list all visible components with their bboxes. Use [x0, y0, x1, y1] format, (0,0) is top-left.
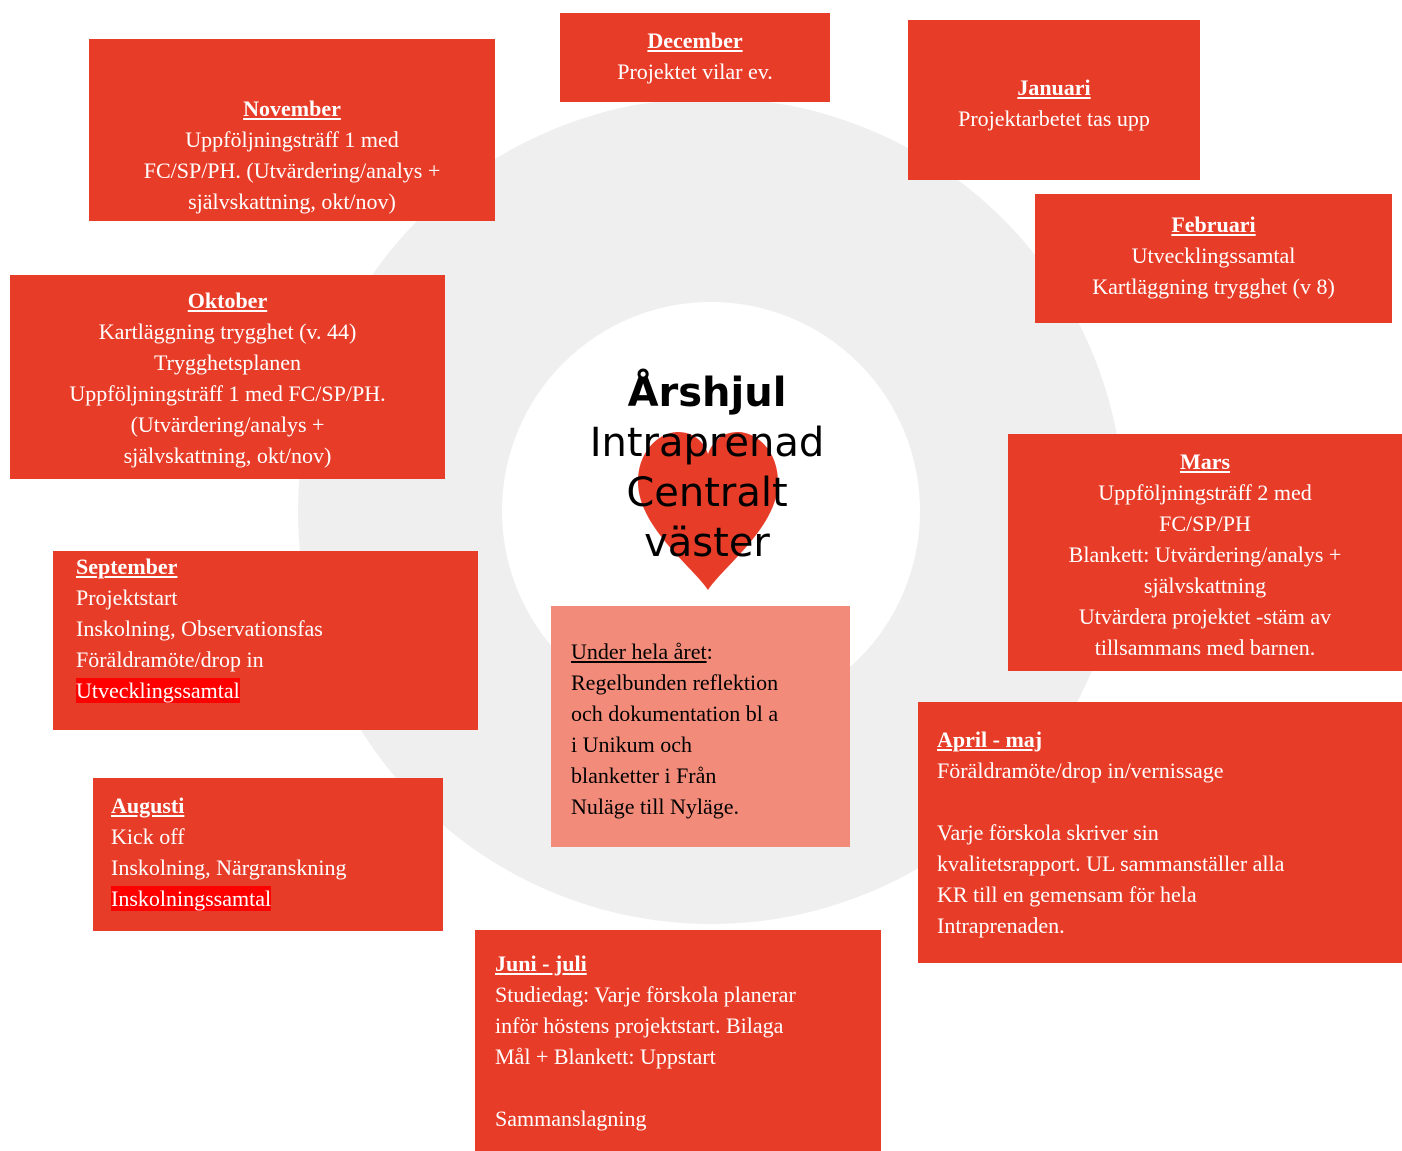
month-line: Intraprenaden.	[937, 913, 1065, 938]
month-line: (Utvärdering/analys +	[130, 412, 325, 437]
heart-icon	[638, 432, 778, 590]
month-box-januari: Januari Projektarbetet tas upp	[908, 20, 1200, 180]
highlight-text: Inskolningssamtal	[111, 886, 272, 911]
wheel-subtitle-line-2: Centralt	[626, 470, 788, 516]
month-line: Sammanslagning	[495, 1106, 647, 1131]
month-line: Inskolning, Närgranskning	[111, 855, 347, 880]
month-line: FC/SP/PH. (Utvärdering/analys +	[143, 158, 441, 183]
month-box-augusti: Augusti Kick off Inskolning, Närgranskni…	[93, 778, 443, 931]
wheel-title-block: Årshjul Intraprenad Centralt väster	[560, 368, 854, 568]
month-box-mars: Mars Uppföljningsträff 2 med FC/SP/PH Bl…	[1008, 434, 1402, 671]
month-box-juni-juli: Juni - juli Studiedag: Varje förskola pl…	[475, 930, 881, 1151]
month-line: FC/SP/PH	[1159, 511, 1251, 536]
month-title-juni-juli: Juni - juli	[495, 951, 587, 976]
month-title-februari: Februari	[1171, 212, 1256, 237]
month-box-april-maj: April - maj Föräldramöte/drop in/verniss…	[918, 702, 1402, 963]
month-line: självskattning, okt/nov)	[123, 443, 332, 468]
month-line: Kartläggning trygghet (v 8)	[1092, 274, 1335, 299]
month-box-februari: Februari Utvecklingssamtal Kartläggning …	[1035, 194, 1392, 323]
wheel-title: Årshjul	[627, 370, 787, 416]
month-line: självskattning	[1143, 573, 1267, 598]
month-line: Uppföljningsträff 1 med	[185, 127, 399, 152]
month-title-oktober: Oktober	[187, 288, 268, 313]
wheel-subtitle-line-1: Intraprenad	[589, 420, 825, 466]
year-round-line: och dokumentation bl a	[571, 701, 779, 726]
month-title-augusti: Augusti	[111, 793, 185, 818]
month-line: Utvärdera projektet -stäm av	[1078, 604, 1332, 629]
month-title-november: November	[243, 96, 341, 121]
month-line: Inskolning, Observationsfas	[76, 616, 323, 641]
highlight-text: Utvecklingssamtal	[76, 678, 240, 703]
month-line: KR till en gemensam för hela	[937, 882, 1197, 907]
year-round-line: i Unikum och	[571, 732, 692, 757]
month-box-oktober: Oktober Kartläggning trygghet (v. 44) Tr…	[10, 275, 445, 479]
month-line: Uppföljningsträff 2 med	[1098, 480, 1312, 505]
month-title-september: September	[76, 554, 178, 579]
year-round-colon: :	[706, 639, 713, 664]
month-title-mars: Mars	[1179, 449, 1231, 474]
month-box-december: December Projektet vilar ev.	[560, 13, 830, 102]
month-line: självskattning, okt/nov)	[188, 189, 396, 214]
year-round-line: Nuläge till Nyläge.	[571, 794, 740, 819]
month-line: Projektstart	[76, 585, 178, 610]
month-box-september: September Projektstart Inskolning, Obser…	[53, 551, 478, 730]
month-line: Föräldramöte/drop in	[76, 647, 264, 672]
month-line: Blankett: Utvärdering/analys +	[1068, 542, 1342, 567]
month-line: Kartläggning trygghet (v. 44)	[98, 319, 357, 344]
month-line: inför höstens projektstart. Bilaga	[495, 1013, 784, 1038]
month-line: kvalitetsrapport. UL sammanställer alla	[937, 851, 1285, 876]
month-line: Projektet vilar ev.	[617, 59, 773, 84]
month-line: Studiedag: Varje förskola planerar	[495, 982, 796, 1007]
month-box-november: November Uppföljningsträff 1 med FC/SP/P…	[89, 39, 495, 221]
year-round-box: Under hela året: Regelbunden reflektion …	[551, 606, 850, 847]
month-line: Trygghetsplanen	[153, 350, 302, 375]
month-line: Uppföljningsträff 1 med FC/SP/PH.	[69, 381, 386, 406]
year-round-line: blanketter i Från	[571, 763, 717, 788]
year-round-line: Regelbunden reflektion	[571, 670, 779, 695]
month-title-december: December	[647, 28, 743, 53]
month-line: Projektarbetet tas upp	[958, 106, 1150, 131]
wheel-subtitle-line-3: väster	[644, 520, 770, 566]
month-line: Kick off	[111, 824, 185, 849]
month-line: Mål + Blankett: Uppstart	[495, 1044, 716, 1069]
year-round-title: Under hela året	[571, 639, 707, 664]
month-line: Utvecklingssamtal	[1131, 243, 1296, 268]
month-line: tillsammans med barnen.	[1094, 635, 1316, 660]
month-line: Varje förskola skriver sin	[937, 820, 1159, 845]
month-title-april-maj: April - maj	[937, 727, 1043, 752]
month-line: Föräldramöte/drop in/vernissage	[937, 758, 1224, 783]
month-title-januari: Januari	[1017, 75, 1091, 100]
